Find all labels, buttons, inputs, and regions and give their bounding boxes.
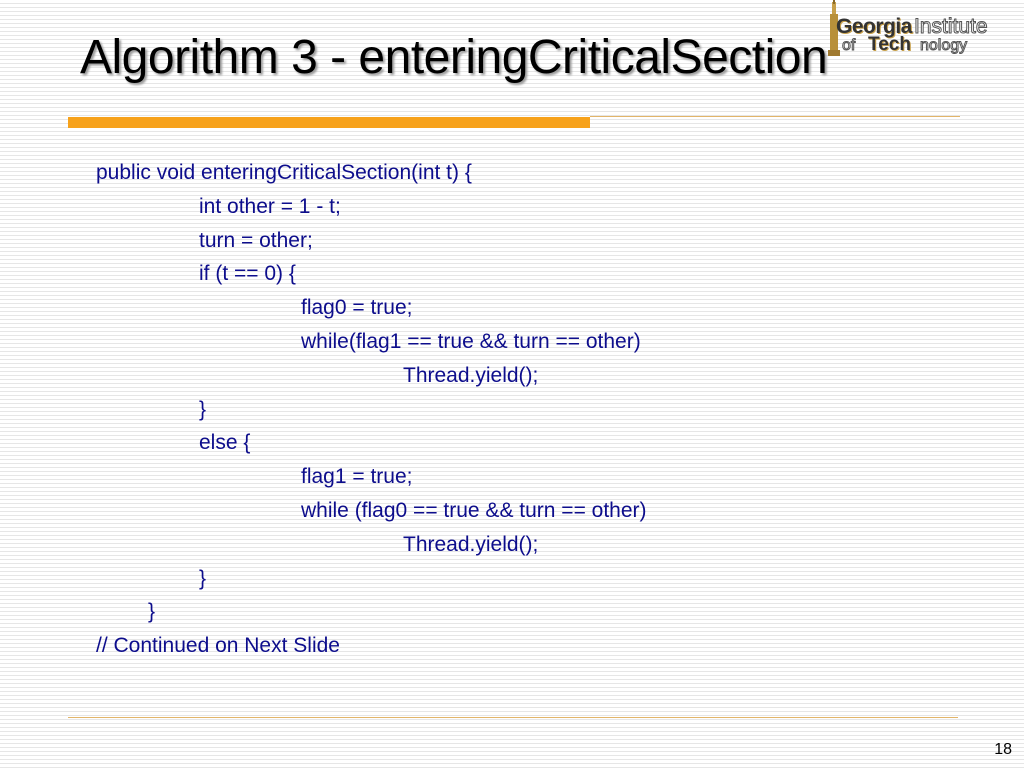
code-line: turn = other; — [199, 228, 313, 252]
tech-tower-icon — [828, 0, 840, 56]
code-line: flag0 = true; — [301, 296, 413, 320]
code-line: Thread.yield(); — [403, 532, 539, 556]
code-line: else { — [199, 431, 251, 455]
logo-word-of: of — [841, 37, 856, 55]
title-rule — [590, 116, 960, 117]
code-comment: // Continued on Next Slide — [96, 634, 340, 658]
code-line: int other = 1 - t; — [199, 194, 341, 218]
code-line: } — [199, 566, 207, 590]
code-line: if (t == 0) { — [199, 262, 296, 286]
slide-title: Algorithm 3 - enteringCriticalSection — [80, 31, 828, 84]
logo-word-nology: nology — [919, 37, 968, 55]
footer-rule — [68, 717, 958, 718]
code-line: while (flag0 == true && turn == other) — [301, 498, 647, 522]
code-line: while(flag1 == true && turn == other) — [301, 329, 641, 353]
code-line: flag1 = true; — [301, 465, 413, 489]
georgia-tech-logo: Georgia Institute of Tech nology — [816, 0, 1016, 70]
logo-word-tech: Tech — [868, 34, 911, 55]
logo-word-institute: Institute — [914, 15, 989, 38]
code-line: public void enteringCriticalSection(int … — [96, 161, 472, 184]
page-number: 18 — [994, 741, 1012, 758]
logo-word-georgia: Georgia — [836, 15, 912, 38]
code-line: Thread.yield(); — [403, 363, 539, 387]
code-block: public void enteringCriticalSection(int … — [96, 156, 647, 663]
code-line: } — [199, 397, 207, 421]
code-line: } — [148, 600, 156, 624]
title-accent-bar — [68, 117, 590, 128]
